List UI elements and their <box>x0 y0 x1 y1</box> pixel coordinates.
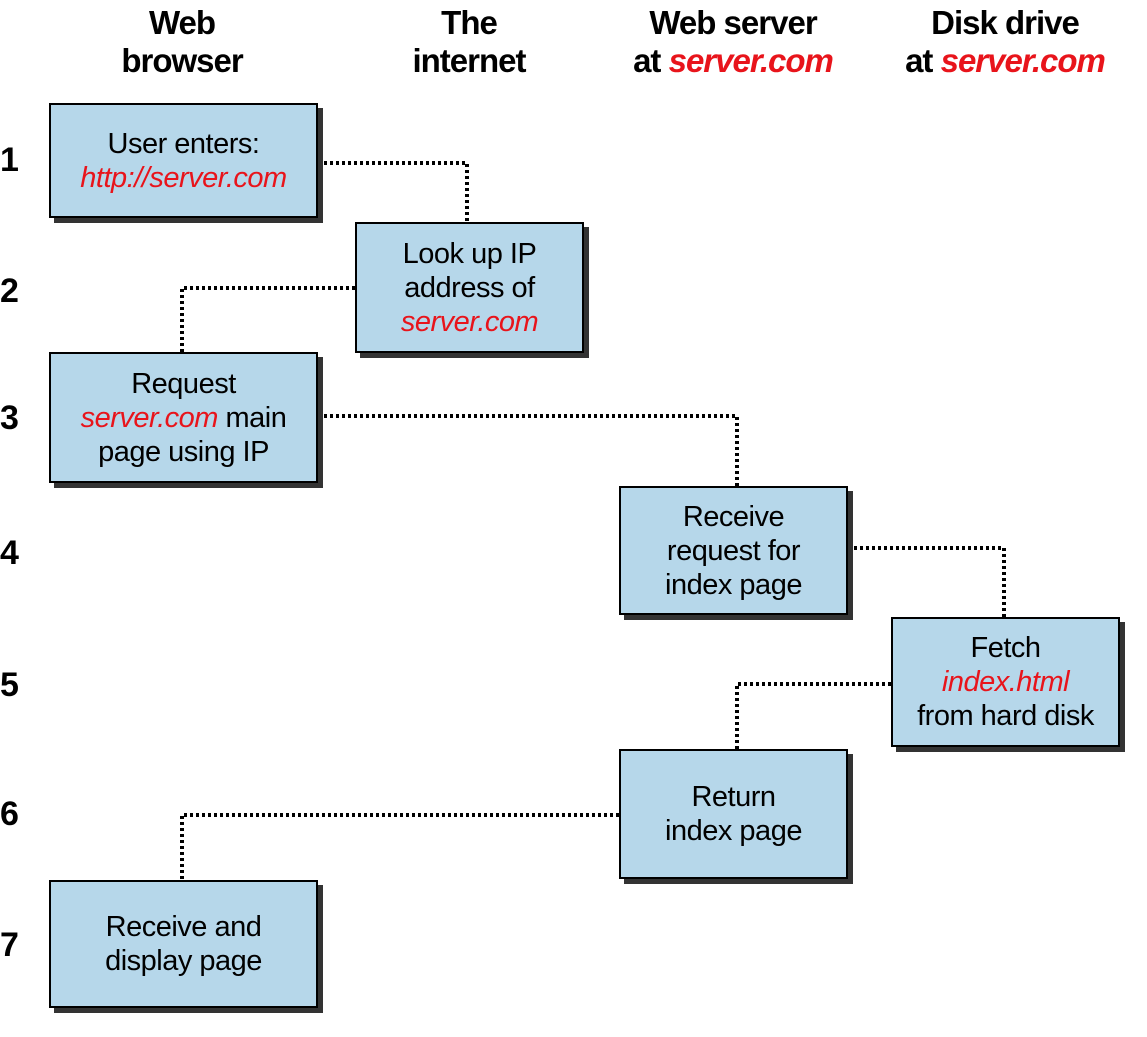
url-text: server.com <box>80 401 219 434</box>
box-text-line: request for <box>666 534 801 568</box>
box-text-line: from hard disk <box>917 699 1094 733</box>
box-text: User enters: <box>107 127 260 160</box>
box-text: index page <box>665 815 802 847</box>
column-header-web-server: Web server at server.com <box>623 4 843 80</box>
connector-3-4 <box>318 414 739 486</box>
column-header-line2: internet <box>412 42 526 79</box>
box-text-line: index page <box>665 568 802 602</box>
box-text-line: http://server.com <box>80 161 287 195</box>
box-text-line: index page <box>665 814 802 848</box>
column-header-line2: browser <box>121 42 243 79</box>
column-header-line1: Disk drive <box>931 4 1080 41</box>
column-header-line1: Web server <box>649 4 817 41</box>
box-text-line: Return <box>691 780 776 814</box>
url-text: server.com <box>400 305 539 338</box>
column-header-line2: at server.com <box>905 42 1106 79</box>
box-text: main <box>217 401 287 434</box>
box-text: display page <box>105 945 262 977</box>
step-number: 7 <box>0 926 19 964</box>
column-header-line1: The <box>441 4 498 41</box>
step-number: 2 <box>0 272 19 310</box>
box-text: Return <box>691 781 776 813</box>
url-text: http://server.com <box>80 161 287 194</box>
box-text: from hard disk <box>917 700 1094 732</box>
step-box-user-enters-url: User enters:http://server.com <box>49 103 318 218</box>
column-header-line1: Web <box>148 4 216 41</box>
box-text-line: Request <box>131 367 236 401</box>
box-text-line: page using IP <box>98 435 269 469</box>
connector-5-6 <box>735 682 891 749</box>
step-number: 1 <box>0 141 19 179</box>
box-text: page using IP <box>98 435 269 468</box>
step-number: 6 <box>0 795 19 833</box>
box-text-line: Receive and <box>106 910 262 944</box>
box-text-line: server.com main <box>81 401 287 435</box>
box-text-line: Fetch <box>970 631 1041 665</box>
box-text: index page <box>665 568 802 601</box>
step-number: 4 <box>0 534 19 572</box>
box-text-line: server.com <box>400 305 539 339</box>
url-text: index.html <box>941 666 1070 698</box>
connector-6-7 <box>180 813 619 880</box>
box-text: Receive and <box>105 911 262 943</box>
box-text: address of <box>404 271 535 304</box>
box-text-line: display page <box>105 944 262 978</box>
column-header-line2: at server.com <box>633 42 834 79</box>
box-text-line: index.html <box>941 665 1070 699</box>
step-number: 5 <box>0 666 19 704</box>
box-text-line: User enters: <box>108 127 260 161</box>
box-text: Request <box>131 367 236 400</box>
step-number: 3 <box>0 399 19 437</box>
column-header-internet: The internet <box>359 4 579 80</box>
box-text: Fetch <box>970 632 1041 664</box>
box-text: Look up IP <box>402 237 537 270</box>
box-text-line: address of <box>404 271 535 305</box>
connector-1-2 <box>318 161 469 222</box>
box-text-line: Look up IP <box>403 237 537 271</box>
connector-4-5 <box>848 546 1006 617</box>
box-text-line: Receive <box>682 500 785 534</box>
column-header-web-browser: Web browser <box>72 4 292 80</box>
connector-2-3 <box>180 286 355 352</box>
column-header-disk-drive: Disk drive at server.com <box>895 4 1115 80</box>
box-text: Receive <box>682 500 785 533</box>
box-text: request for <box>666 534 801 567</box>
